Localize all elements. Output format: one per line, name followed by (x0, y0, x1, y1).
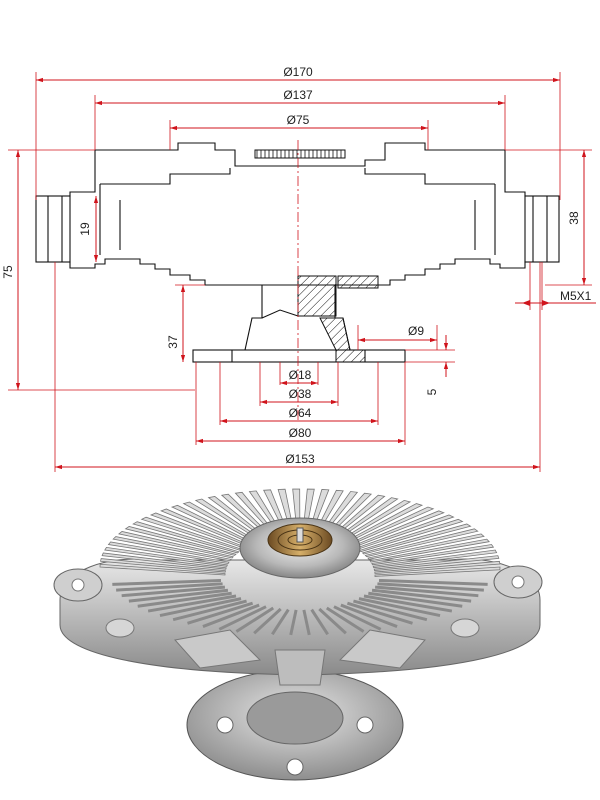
cooling-fin (121, 585, 226, 598)
shaft-hatch (297, 275, 337, 317)
dim-label-h38: 38 (567, 211, 581, 225)
cooling-fin (333, 605, 382, 631)
cooling-fin (310, 608, 329, 636)
dim-label-h5: 5 (425, 388, 439, 395)
cooling-fin (132, 521, 240, 554)
cooling-fin (218, 605, 267, 631)
dim-label-d38: Ø38 (289, 387, 312, 401)
cooling-fin (318, 607, 347, 635)
cooling-fin (353, 599, 428, 622)
cooling-fin (101, 552, 227, 570)
dimension-lines: Ø170 Ø137 Ø75 75 19 38 M5X1 37 (1, 65, 596, 472)
fan-clutch-photo (53, 488, 543, 781)
cooling-fin (253, 607, 282, 635)
clutch-inner-step (99, 168, 496, 255)
cooling-fin (100, 558, 226, 573)
dim-label-d9: Ø9 (408, 324, 424, 338)
cooling-fin (371, 588, 472, 603)
cooling-fin (187, 601, 254, 625)
cooling-fin (112, 536, 232, 562)
mounting-flange (192, 349, 406, 363)
right-lug (524, 195, 560, 263)
cooling-fin (378, 578, 488, 586)
dim-label-d170: Ø170 (283, 65, 313, 79)
cooling-fin (147, 594, 237, 613)
cooling-fin (99, 563, 226, 576)
cooling-fin (361, 523, 472, 555)
cooling-fin (124, 526, 237, 556)
dim-label-d18: Ø18 (289, 368, 312, 382)
cooling-fin (368, 591, 463, 608)
cooling-fin (172, 599, 247, 622)
cooling-fin (117, 531, 235, 559)
cooling-fin (104, 546, 228, 567)
bimetal-coil (254, 149, 346, 159)
cooling-fin (159, 597, 242, 618)
cooling-fin (107, 541, 230, 564)
cooling-fin (369, 538, 490, 563)
dim-label-h75: 75 (1, 265, 15, 279)
cooling-fin (363, 594, 453, 613)
cooling-fin (325, 606, 365, 633)
cooling-fin (302, 609, 311, 636)
dim-label-d75: Ø75 (287, 113, 310, 127)
cooling-fin (128, 588, 229, 603)
dim-label-d153: Ø153 (285, 452, 315, 466)
cooling-fin (137, 591, 232, 608)
dim-label-h37: 37 (166, 335, 180, 349)
dim-label-thread: M5X1 (560, 289, 592, 303)
dim-label-d80: Ø80 (289, 426, 312, 440)
cooling-fin (358, 597, 441, 618)
dim-label-d137: Ø137 (283, 88, 313, 102)
cooling-fin (364, 528, 479, 558)
clutch-cross-section (35, 142, 560, 363)
left-lug (35, 195, 71, 263)
clutch-body-outline (49, 142, 546, 286)
cooling-fin (373, 555, 500, 571)
cooling-fin (372, 549, 498, 569)
dim-label-d64: Ø64 (289, 406, 312, 420)
cooling-fin (371, 544, 495, 566)
cooling-fin (374, 566, 501, 577)
cooling-fin (116, 582, 223, 592)
cooling-fin (271, 608, 290, 636)
cooling-fin (374, 560, 501, 574)
cooling-fin (367, 533, 485, 560)
cooling-fin (340, 603, 398, 628)
cooling-fin (358, 518, 464, 553)
cooling-fin (346, 601, 413, 625)
cooling-fin (235, 606, 275, 633)
cooling-fin (377, 582, 484, 592)
cooling-fin (202, 603, 260, 628)
cooling-fin (374, 585, 479, 598)
cooling-fin (112, 578, 222, 586)
cooling-fin (289, 609, 298, 636)
dim-label-h19: 19 (78, 222, 92, 236)
